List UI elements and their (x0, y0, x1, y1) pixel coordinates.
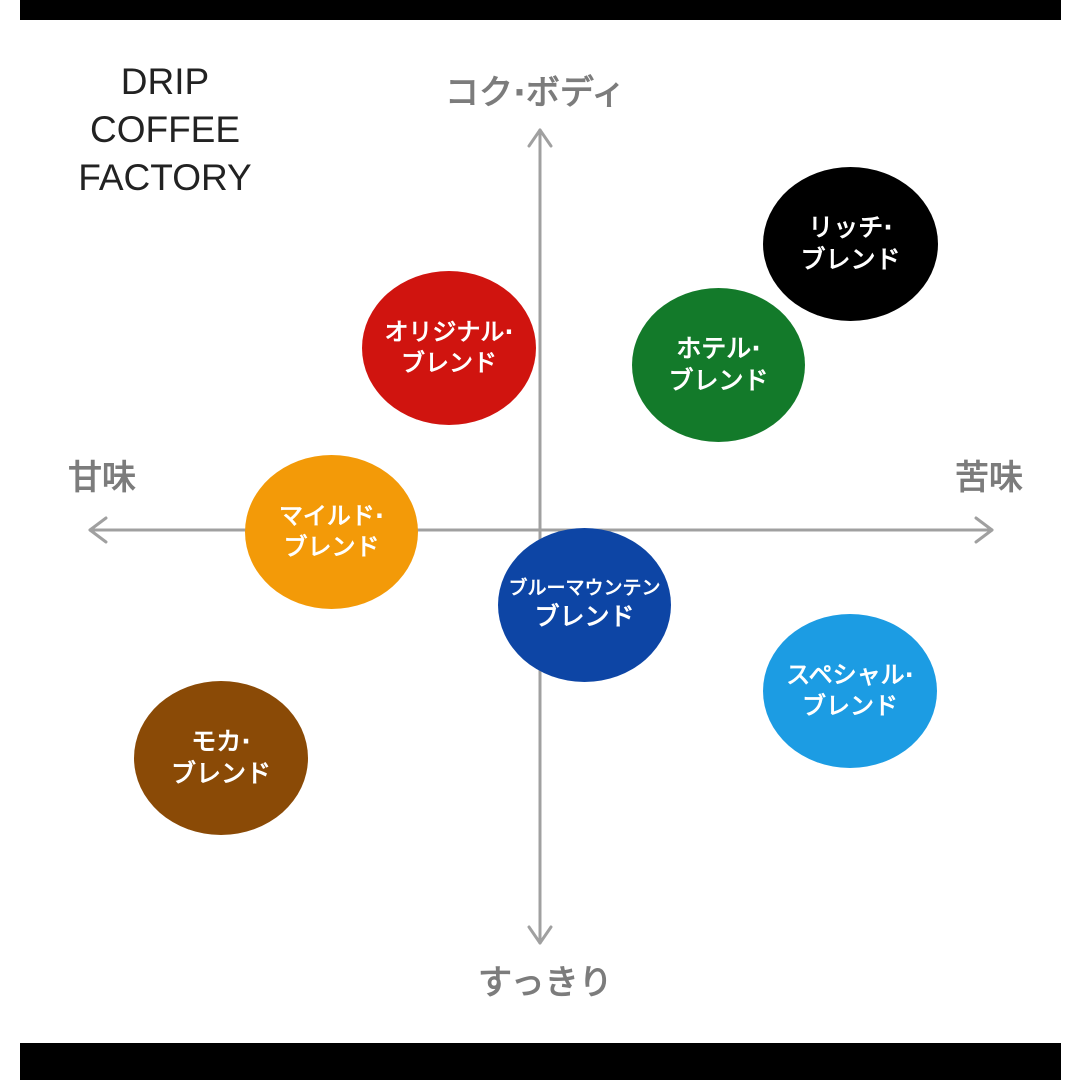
blend-bubble-mild: マイルド· ブレンド (245, 455, 418, 609)
up-arrow-head (527, 128, 553, 148)
bottom-black-bar (20, 1043, 1061, 1080)
blend-name: モカ· (191, 726, 251, 756)
blend-name: オリジナル· (384, 317, 514, 346)
blend-name: リッチ· (808, 212, 893, 242)
blend-bubble-special: スペシャル· ブレンド (763, 614, 937, 768)
brand-line-2: COFFEE (89, 109, 241, 150)
axis-label-body: コク·ボディ (445, 73, 626, 113)
axis-label-clean: すっきり (478, 963, 613, 1003)
blend-suffix: ブレンド (401, 349, 497, 377)
blend-name: スペシャル· (786, 660, 914, 689)
brand-logo-text: DRIP COFFEE FACTORY (55, 58, 275, 202)
blend-name: マイルド· (278, 501, 385, 530)
blend-suffix: ブレンド (170, 759, 271, 788)
blend-suffix: ブレンド (800, 245, 901, 274)
top-black-bar (20, 0, 1061, 20)
down-arrow-head (527, 925, 553, 945)
brand-line-3: FACTORY (78, 157, 252, 198)
axis-label-sweet: 甘味 (68, 458, 136, 498)
blend-suffix: ブレンド (534, 602, 635, 632)
brand-line-1: DRIP (120, 61, 210, 102)
right-arrow-head (974, 516, 994, 544)
blend-bubble-hotel: ホテル· ブレンド (632, 288, 805, 442)
blend-bubble-original: オリジナル· ブレンド (362, 271, 536, 425)
blend-suffix: ブレンド (283, 533, 380, 561)
blend-suffix: ブレンド (668, 366, 769, 395)
blend-bubble-mocha: モカ· ブレンド (134, 681, 308, 835)
blend-name: ブルーマウンテン (508, 577, 661, 600)
blend-bubble-blue-mountain: ブルーマウンテン ブレンド (498, 528, 671, 682)
blend-suffix: ブレンド (802, 692, 898, 720)
left-arrow-head (88, 516, 108, 544)
blend-name: ホテル· (676, 333, 761, 363)
blend-bubble-rich: リッチ· ブレンド (763, 167, 938, 321)
axis-label-bitter: 苦味 (955, 458, 1023, 498)
